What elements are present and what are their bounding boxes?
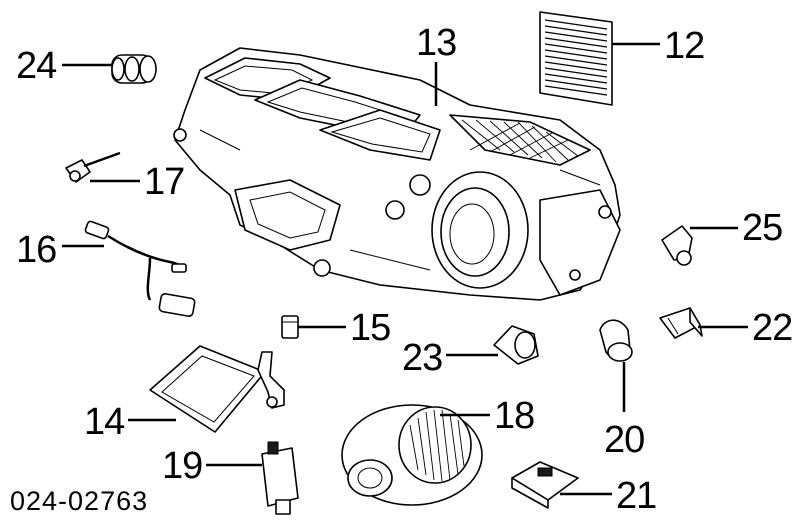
label-16: 16 (16, 229, 56, 271)
grommet-set-illustration (111, 54, 157, 84)
temperature-probe-illustration (65, 151, 121, 183)
label-22: 22 (752, 307, 792, 349)
label-17: 17 (144, 161, 184, 203)
label-15: 15 (350, 307, 390, 349)
label-12: 12 (664, 25, 704, 67)
label-19: 21 (616, 475, 656, 517)
label-20: 19 (162, 445, 202, 487)
label-14: 14 (84, 401, 125, 443)
label-23: 23 (402, 337, 442, 379)
label-25: 25 (742, 207, 782, 249)
label-18: 18 (494, 395, 534, 437)
blower-motor-illustration (341, 404, 483, 506)
actuator-unit-illustration (261, 441, 299, 515)
diagram-code: 024-02763 (10, 486, 148, 516)
label-21: 20 (604, 419, 644, 461)
clip-25-illustration (661, 225, 693, 266)
sensor-harness-illustration (84, 220, 196, 317)
leader-lines (62, 42, 748, 496)
label-13: 13 (416, 22, 456, 64)
small-sensor-illustration (281, 315, 299, 339)
cabin-air-filter-illustration (539, 11, 613, 106)
callout-labels: 24 13 12 17 16 25 15 22 23 14 18 20 19 2… (16, 22, 793, 517)
clip-22-illustration (659, 307, 703, 339)
heater-housing-illustration (173, 47, 621, 301)
duct-connector-illustration (493, 325, 539, 365)
heater-core-illustration (149, 345, 285, 433)
flap-actuator-illustration (599, 319, 633, 362)
label-24: 24 (16, 45, 57, 87)
blower-resistor-illustration (511, 461, 579, 509)
